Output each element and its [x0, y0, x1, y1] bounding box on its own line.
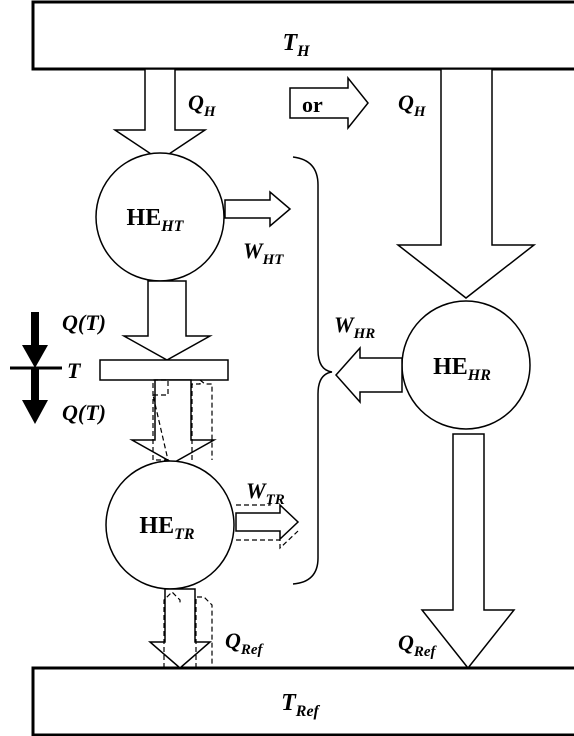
- qh-left-arrow: [112, 68, 208, 161]
- ref-reservoir-sub: Ref: [295, 703, 321, 720]
- w-tr-symbol: W: [246, 478, 267, 503]
- w-hr-symbol: W: [334, 312, 355, 337]
- svg-text:QH: QH: [398, 90, 427, 120]
- q-ref-left-sub: Ref: [240, 642, 265, 658]
- engine-ht-label: HE: [127, 205, 162, 231]
- qh-right-symbol: Q: [398, 90, 414, 115]
- svg-text:QH: QH: [188, 90, 217, 120]
- q-ref-right-arrow: [420, 433, 516, 670]
- w-ht-symbol: W: [243, 238, 264, 263]
- svg-text:HEHR: HEHR: [433, 354, 491, 384]
- qh-left-sub: H: [203, 104, 217, 120]
- svg-text:WHR: WHR: [334, 312, 375, 342]
- svg-text:QRef: QRef: [398, 630, 438, 660]
- q-ref-right-symbol: Q: [398, 630, 414, 655]
- w-hr-arrow: [334, 346, 403, 404]
- svg-text:WHT: WHT: [243, 238, 284, 268]
- ref-reservoir: TRef: [31, 666, 574, 736]
- ref-reservoir-symbol: T: [281, 690, 297, 716]
- qt-top-arrow: [121, 280, 213, 361]
- engine-ht: HEHT: [95, 152, 225, 282]
- hot-reservoir-sub: H: [296, 43, 310, 60]
- hot-reservoir: TH: [31, 0, 574, 71]
- engine-hr-label: HE: [433, 354, 468, 380]
- w-hr-sub: HR: [353, 326, 376, 342]
- w-ht-arrow: [224, 190, 292, 228]
- engine-hr: HEHR: [401, 300, 531, 430]
- qh-right-arrow: [395, 68, 537, 299]
- temperature-variation-arrows: [10, 312, 62, 424]
- svg-text:TH: TH: [282, 30, 310, 60]
- qh-right-sub: H: [413, 104, 427, 120]
- svg-text:WTR: WTR: [246, 478, 285, 508]
- engine-tr-label: HE: [139, 513, 174, 539]
- w-tr-sub: TR: [266, 492, 285, 508]
- engine-hr-sub: HR: [467, 367, 491, 384]
- q-ref-left-symbol: Q: [225, 628, 241, 653]
- hot-reservoir-symbol: T: [282, 30, 298, 56]
- q-ref-right-sub: Ref: [413, 644, 438, 660]
- svg-text:QRef: QRef: [225, 628, 265, 658]
- qh-left-symbol: Q: [188, 90, 204, 115]
- qt-top-label: Q(T): [62, 310, 106, 335]
- engine-ht-sub: HT: [160, 218, 184, 235]
- or-arrow: or: [289, 75, 369, 131]
- intermediate-plate: [99, 359, 229, 381]
- intermediate-label: T: [67, 358, 82, 383]
- w-ht-sub: HT: [262, 252, 285, 268]
- qt-bottom-arrow: [129, 379, 217, 464]
- svg-text:HETR: HETR: [139, 513, 194, 543]
- q-ref-left-arrow: [147, 588, 213, 669]
- work-brace: [292, 156, 333, 585]
- or-label: or: [302, 92, 323, 117]
- qt-bottom-label: Q(T): [62, 400, 106, 425]
- svg-text:TRef: TRef: [281, 690, 320, 720]
- svg-text:HEHT: HEHT: [127, 205, 185, 235]
- engine-tr-sub: TR: [174, 526, 195, 543]
- engine-tr: HETR: [105, 460, 235, 590]
- w-tr-arrow: [235, 503, 300, 541]
